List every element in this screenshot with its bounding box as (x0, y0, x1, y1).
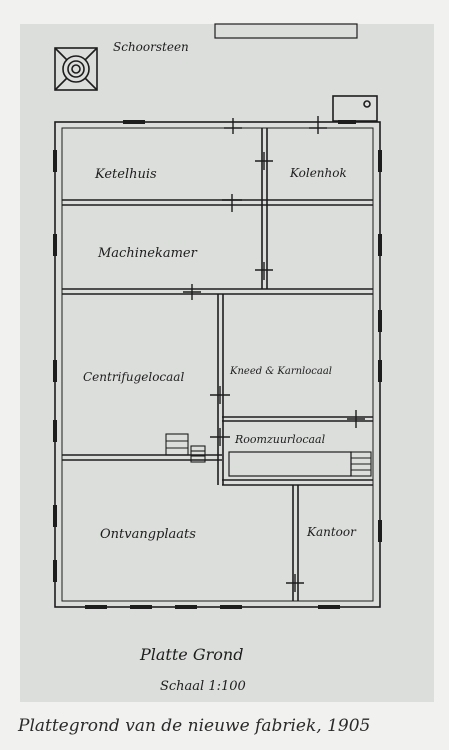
room-kneed-karnlocaal: Kneed & Karnlocaal (229, 366, 332, 377)
plan-scale: Schaal 1:100 (160, 679, 246, 694)
chimney-label: Schoorsteen (113, 40, 189, 54)
plan-title: Platte Grond (139, 645, 243, 664)
inner-wall-line (61, 127, 374, 602)
floor-plan-image (20, 24, 434, 702)
annex (332, 95, 378, 122)
room-kantoor: Kantoor (306, 525, 357, 539)
room-machinekamer: Machinekamer (97, 246, 198, 261)
top-strip (214, 23, 358, 39)
room-centrifugelocaal: Centrifugelocaal (83, 370, 184, 384)
chimney (54, 47, 98, 91)
figure-caption: Plattegrond van de nieuwe fabriek, 1905 (18, 716, 371, 736)
room-roomzuurlocaal: Roomzuurlocaal (234, 433, 326, 446)
room-kolenhok: Kolenhok (289, 166, 347, 180)
roomzuur-tank (228, 451, 352, 477)
room-ketelhuis: Ketelhuis (94, 167, 157, 182)
room-ontvangplaats: Ontvangplaats (100, 527, 196, 542)
